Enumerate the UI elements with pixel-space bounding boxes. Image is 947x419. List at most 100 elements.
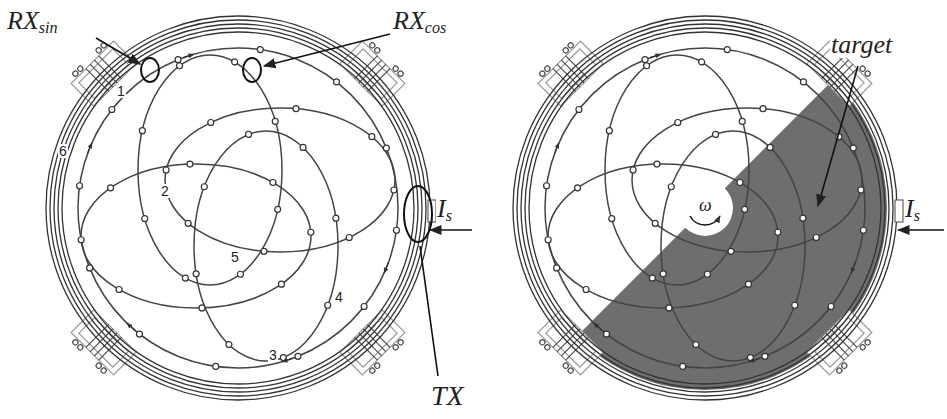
via: [760, 106, 766, 112]
via: [813, 235, 819, 241]
tx-ring: [50, 20, 426, 396]
via: [295, 353, 301, 359]
via: [383, 145, 389, 151]
signal-label: Is: [436, 196, 453, 224]
via: [675, 119, 681, 125]
via: [232, 59, 238, 65]
via: [369, 42, 376, 49]
callout-number: 5: [230, 250, 240, 264]
via: [213, 363, 219, 369]
via: [87, 265, 93, 271]
pad-outline: [340, 41, 405, 106]
via: [374, 47, 381, 54]
via: [100, 367, 107, 374]
via: [680, 363, 686, 369]
via: [78, 237, 84, 243]
part-label: target: [830, 32, 893, 58]
connector-pad: [533, 36, 603, 106]
callout-number: 1: [116, 84, 126, 98]
via: [199, 305, 205, 311]
via: [583, 287, 589, 293]
pad-outline: [71, 41, 136, 106]
via: [836, 367, 843, 374]
via: [860, 227, 866, 233]
via: [724, 47, 730, 53]
leader-line: [96, 38, 140, 64]
via: [95, 362, 102, 369]
label-main: RX: [393, 6, 425, 35]
via: [95, 47, 102, 54]
via: [163, 167, 169, 173]
label-main: I: [905, 194, 914, 223]
via: [728, 248, 734, 254]
rotation-label: ω: [698, 196, 713, 214]
label-main: I: [437, 194, 446, 223]
via: [649, 275, 655, 281]
via: [333, 215, 339, 221]
rx-sin-marker: [141, 58, 159, 82]
sensor-right: [513, 16, 903, 400]
via: [652, 220, 658, 226]
callout-number: 6: [58, 144, 68, 158]
tx-ring: [513, 16, 897, 400]
via: [544, 344, 551, 351]
via: [693, 342, 699, 348]
callout-number: 4: [334, 290, 344, 304]
leader-lines: [96, 34, 944, 376]
via: [567, 42, 574, 49]
coil-label: RXsin: [6, 8, 59, 36]
rx-cos-marker: [243, 58, 261, 82]
via: [72, 339, 79, 346]
via: [576, 106, 582, 112]
via: [841, 362, 848, 369]
via: [603, 331, 609, 337]
via: [864, 339, 871, 346]
current-direction: [851, 263, 855, 273]
via: [666, 305, 672, 311]
tx-ring: [62, 32, 414, 384]
via: [201, 184, 207, 190]
via: [391, 187, 397, 193]
connector-pad: [66, 36, 136, 106]
via: [177, 63, 183, 69]
pad-outline: [340, 310, 405, 375]
via: [257, 47, 263, 53]
tx-ring: [517, 20, 893, 396]
via: [642, 57, 648, 63]
via: [397, 70, 404, 77]
via: [270, 179, 276, 185]
via: [108, 185, 114, 191]
via: [544, 183, 550, 189]
current-direction: [555, 143, 559, 153]
via: [109, 106, 115, 112]
pad-outline: [538, 310, 603, 375]
via: [369, 367, 376, 374]
via: [397, 339, 404, 346]
vias: [77, 47, 400, 370]
via: [567, 367, 574, 374]
via: [554, 265, 560, 271]
via: [539, 339, 546, 346]
coil-label: RXcos: [392, 8, 447, 36]
leader-line: [818, 66, 858, 206]
current-direction: [127, 323, 135, 330]
via: [142, 216, 148, 222]
rx-coil: [632, 108, 862, 252]
via: [226, 342, 232, 348]
label-main: RX: [7, 6, 39, 35]
via: [859, 65, 866, 72]
via: [77, 183, 83, 189]
via: [544, 65, 551, 72]
via: [562, 362, 569, 369]
current-direction: [749, 358, 760, 361]
leader-line: [264, 34, 390, 66]
via: [850, 145, 856, 151]
via: [185, 220, 191, 226]
leader-line: [420, 246, 438, 376]
via: [762, 353, 768, 359]
via: [308, 229, 314, 235]
via: [539, 70, 546, 77]
via: [374, 362, 381, 369]
